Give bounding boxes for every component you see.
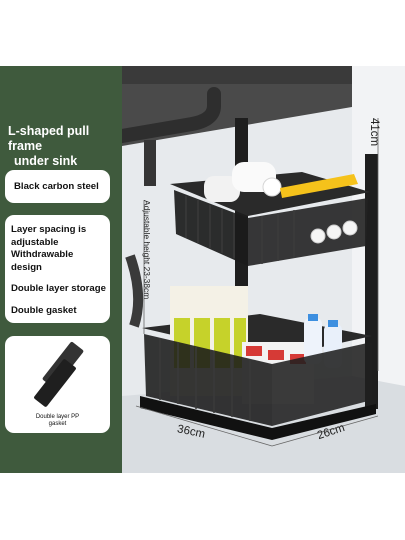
gasket-caption-line-1: Double layer PP <box>35 414 80 420</box>
headline: L-shaped pull frame under sink <box>8 124 120 169</box>
sink-underside <box>122 66 405 84</box>
upper-basket-wires <box>185 196 295 264</box>
towel-roll-1 <box>204 176 240 202</box>
depth-line <box>271 415 379 447</box>
feature-double-layer: Double layer storage <box>11 283 106 294</box>
gasket-caption: Double layer PP gasket <box>5 414 110 428</box>
lower-basket-wires <box>159 338 251 421</box>
gasket-caption-line-2: gasket <box>48 421 67 427</box>
roll-end-2 <box>326 224 342 240</box>
roll-end-3 <box>342 220 358 236</box>
feature-spacing-line-1: Layer spacing is <box>11 224 87 235</box>
product-scene: 41cm Adjustable height 23-38cm 36cm 26cm <box>115 66 405 473</box>
drain-pipe <box>115 87 221 143</box>
bottle-cap-1 <box>308 314 318 321</box>
dimension-adjustable: Adjustable height 23-38cm <box>142 200 152 300</box>
rack-base-rail <box>140 396 376 440</box>
towel-roll-end <box>262 177 282 197</box>
lower-basket-front <box>144 334 272 426</box>
feature-panel: L-shaped pull frame under sink Black car… <box>0 66 122 473</box>
headline-line-2: under sink <box>14 154 78 168</box>
rack-illustration <box>115 66 405 473</box>
feature-gasket: Double gasket <box>11 304 77 316</box>
feature-material: Black carbon steel <box>14 181 99 192</box>
gasket-card: Double layer PP gasket <box>5 336 110 433</box>
width-line <box>135 405 273 447</box>
roll-end-1 <box>310 228 326 244</box>
lower-basket-side <box>272 342 372 426</box>
drain-pipe-lower <box>125 254 144 328</box>
headline-line-1: L-shaped pull frame <box>8 124 90 153</box>
page-bottom-whitespace <box>0 473 405 540</box>
upper-basket-front <box>174 190 248 266</box>
feature-card-list: Layer spacing is adjustable Withdrawable… <box>5 215 110 323</box>
feature-spacing-line-2: adjustable <box>11 236 59 248</box>
product-image-frame: L-shaped pull frame under sink Black car… <box>0 66 405 473</box>
foil-box <box>280 174 358 198</box>
feature-card-material: Black carbon steel <box>5 170 110 203</box>
feature-spacing: Layer spacing is adjustable Withdrawable… <box>11 224 106 274</box>
bottle-1 <box>304 318 322 364</box>
bottle-cap-2 <box>328 320 338 327</box>
dimension-height: 41cm <box>368 118 380 147</box>
feature-withdrawable: Withdrawable design <box>11 249 74 273</box>
